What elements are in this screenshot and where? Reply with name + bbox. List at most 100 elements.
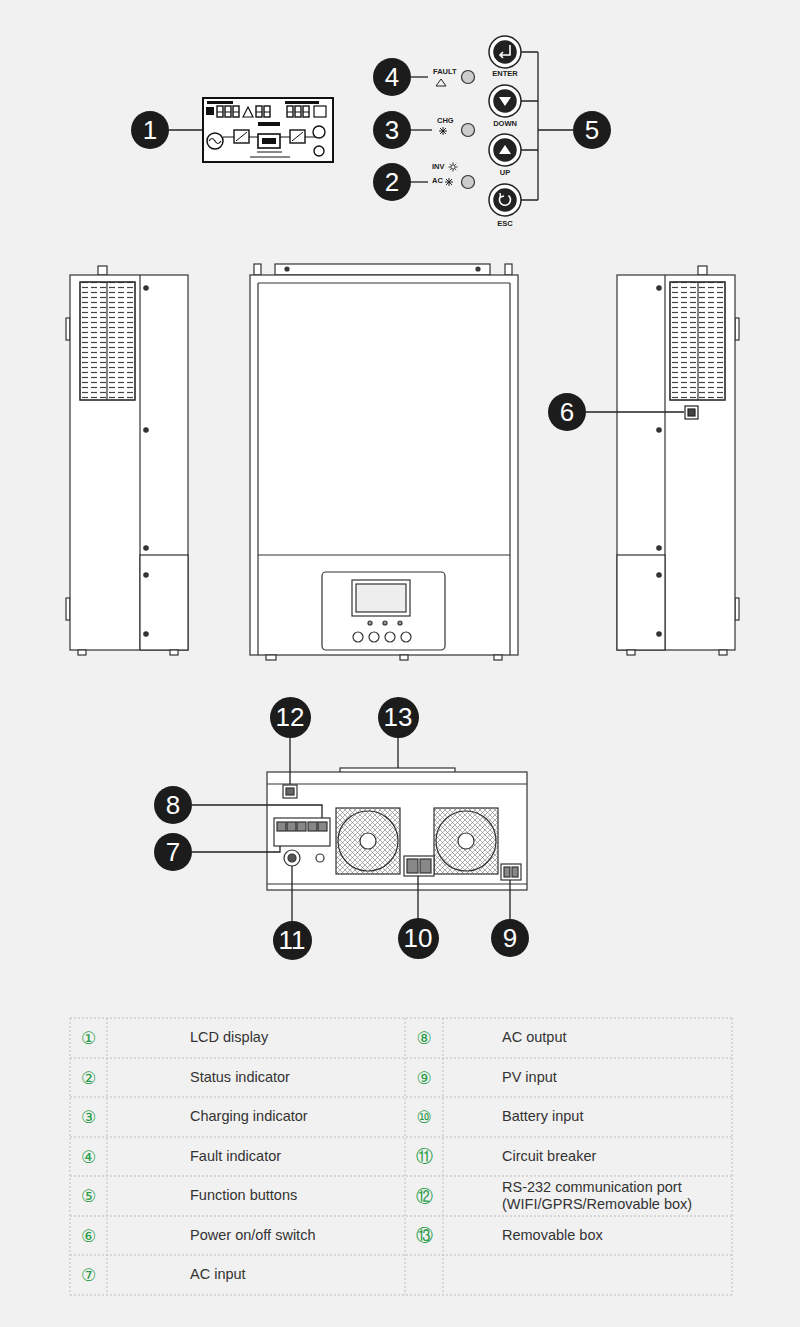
callout-number: 12 bbox=[270, 697, 311, 738]
side-view bbox=[657, 632, 661, 636]
indicator-icons bbox=[449, 163, 458, 172]
function-buttons bbox=[500, 45, 510, 58]
front-view bbox=[322, 572, 445, 650]
side-view bbox=[140, 555, 188, 650]
table-cell: AC output bbox=[502, 1018, 727, 1058]
function-buttons bbox=[494, 41, 516, 63]
panel-label: ENTER bbox=[492, 70, 517, 78]
item-description: Function buttons bbox=[190, 1187, 297, 1204]
front-view bbox=[352, 580, 410, 616]
side-view bbox=[657, 573, 661, 577]
callout-number: 13 bbox=[378, 697, 419, 738]
item-number: ③ bbox=[81, 1107, 96, 1127]
table-cell: PV input bbox=[502, 1058, 727, 1097]
table-cell: ⑥ bbox=[70, 1216, 107, 1255]
table-cell: ⑪ bbox=[405, 1137, 443, 1176]
lcd-display bbox=[262, 138, 276, 144]
bottom-view bbox=[318, 822, 327, 831]
callout-text: 4 bbox=[385, 64, 399, 90]
table-cell: ⑫ bbox=[405, 1176, 443, 1216]
function-buttons bbox=[489, 36, 521, 68]
leader-line bbox=[291, 866, 292, 921]
table-cell: AC input bbox=[190, 1255, 400, 1295]
leader-line bbox=[417, 876, 418, 919]
table-cell: ① bbox=[70, 1018, 107, 1058]
lcd-display bbox=[209, 139, 221, 144]
callout-text: 1 bbox=[143, 117, 157, 143]
table-cell: ⑨ bbox=[405, 1058, 443, 1097]
panel-label: INV bbox=[432, 163, 445, 171]
bottom-view bbox=[404, 856, 434, 876]
front-view bbox=[258, 282, 510, 283]
bottom-view bbox=[267, 883, 527, 884]
table-grid bbox=[70, 1018, 732, 1295]
item-description: Battery input bbox=[502, 1108, 583, 1125]
table-cell: Fault indicator bbox=[190, 1137, 400, 1176]
item-number: ① bbox=[81, 1028, 96, 1048]
front-view bbox=[383, 621, 387, 625]
callout-number: 8 bbox=[154, 786, 192, 824]
item-description: Circuit breaker bbox=[502, 1148, 596, 1165]
callout-number: 4 bbox=[373, 58, 411, 96]
callout-number: 5 bbox=[573, 111, 611, 149]
table-cell: ⑧ bbox=[405, 1018, 443, 1058]
table-cell: ② bbox=[70, 1058, 107, 1097]
lcd-display bbox=[234, 130, 249, 143]
item-description: RS-232 communication port (WIFI/GPRS/Rem… bbox=[502, 1179, 727, 1214]
function-buttons bbox=[499, 97, 511, 106]
lcd-display bbox=[207, 101, 233, 104]
item-number: ⑨ bbox=[416, 1068, 431, 1088]
side-view bbox=[698, 266, 707, 275]
item-number: ⑧ bbox=[416, 1028, 431, 1048]
panel-label: UP bbox=[500, 169, 510, 177]
callout-number: 6 bbox=[548, 393, 586, 431]
bottom-view bbox=[420, 859, 431, 873]
front-view bbox=[258, 554, 510, 555]
lcd-display bbox=[203, 98, 333, 162]
bottom-view bbox=[316, 854, 324, 862]
item-number: ⑫ bbox=[416, 1185, 433, 1208]
callout-number: 7 bbox=[154, 833, 192, 871]
panel-label: AC bbox=[432, 177, 443, 185]
side-view bbox=[144, 546, 148, 550]
function-buttons bbox=[499, 145, 511, 154]
table-cell: Battery input bbox=[502, 1097, 727, 1137]
indicator-leds bbox=[462, 176, 475, 189]
table-cell: ④ bbox=[70, 1137, 107, 1176]
callout-text: 12 bbox=[276, 704, 305, 730]
lcd-display bbox=[314, 106, 326, 117]
table-cell: ③ bbox=[70, 1097, 107, 1137]
item-description: Charging indicator bbox=[190, 1108, 308, 1125]
table-cell: ⑩ bbox=[405, 1097, 443, 1137]
front-view bbox=[353, 632, 363, 642]
side-view bbox=[657, 428, 661, 432]
indicator-leds bbox=[462, 124, 475, 137]
table-cell: Power on/off switch bbox=[190, 1216, 400, 1255]
function-buttons bbox=[494, 139, 516, 161]
bottom-view bbox=[338, 811, 398, 871]
bottom-view bbox=[267, 772, 527, 890]
lcd-display bbox=[313, 126, 325, 138]
function-buttons bbox=[489, 134, 521, 166]
side-view bbox=[617, 275, 735, 650]
bottom-view bbox=[434, 808, 498, 874]
indicator-icons bbox=[445, 178, 453, 186]
callout-text: 5 bbox=[585, 117, 599, 143]
side-view bbox=[144, 286, 148, 290]
front-view bbox=[398, 621, 402, 625]
callout-text: 2 bbox=[385, 169, 399, 195]
panel-label: FAULT bbox=[433, 68, 457, 76]
front-view bbox=[275, 264, 490, 275]
side-view bbox=[617, 266, 739, 655]
side-view bbox=[80, 282, 135, 400]
callout-number: 10 bbox=[398, 918, 439, 959]
leader-line bbox=[169, 129, 202, 130]
bottom-view bbox=[267, 783, 527, 784]
side-view bbox=[144, 632, 148, 636]
bottom-view bbox=[360, 833, 376, 849]
item-description: LCD display bbox=[190, 1029, 268, 1046]
front-view bbox=[266, 655, 276, 660]
bottom-view bbox=[288, 854, 296, 862]
front-view bbox=[356, 584, 406, 612]
bottom-view bbox=[286, 788, 294, 795]
